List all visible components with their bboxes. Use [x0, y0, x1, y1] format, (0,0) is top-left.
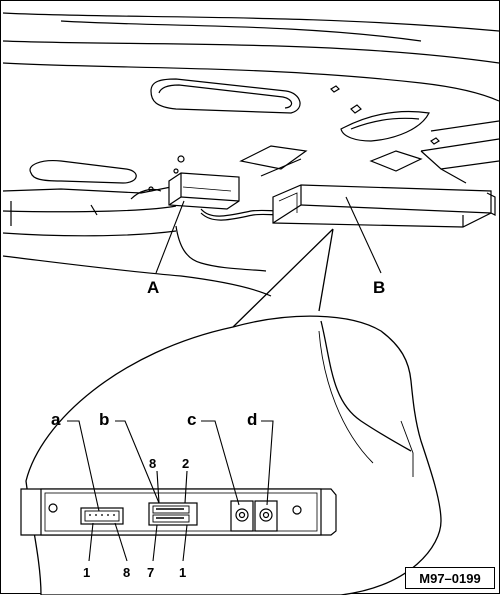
label-a-detail: a [51, 410, 61, 429]
component-b-module [272, 184, 496, 228]
label-b-upper: B [373, 278, 385, 297]
pin-a-right: 8 [123, 565, 130, 580]
pin-b-bottom-right: 1 [179, 565, 186, 580]
label-c-detail: c [187, 410, 196, 429]
pin-a-left: 1 [83, 565, 90, 580]
pin-b-top-right: 2 [182, 456, 189, 471]
callout-leaders-detail [67, 420, 274, 562]
label-d-detail: d [247, 410, 257, 429]
label-b-detail: b [99, 410, 109, 429]
callout-leaders-top [155, 196, 382, 274]
label-a-upper: A [147, 278, 159, 297]
pin-b-top-left: 8 [149, 456, 156, 471]
connector-panel [20, 488, 337, 536]
roof-structure [2, 12, 500, 297]
pin-b-bottom-left: 7 [147, 565, 154, 580]
figure-code: M97–0199 [405, 567, 495, 589]
